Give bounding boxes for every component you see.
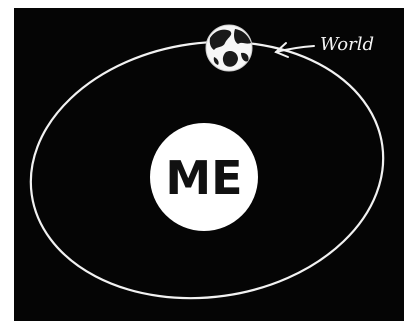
diagram-canvas: ME World: [14, 8, 404, 321]
arrow-left-icon: [276, 43, 314, 57]
earth-globe-icon: [206, 25, 252, 71]
world-label: World: [320, 34, 374, 55]
me-label: ME: [165, 151, 242, 205]
orbit-diagram: ME World: [14, 8, 404, 321]
